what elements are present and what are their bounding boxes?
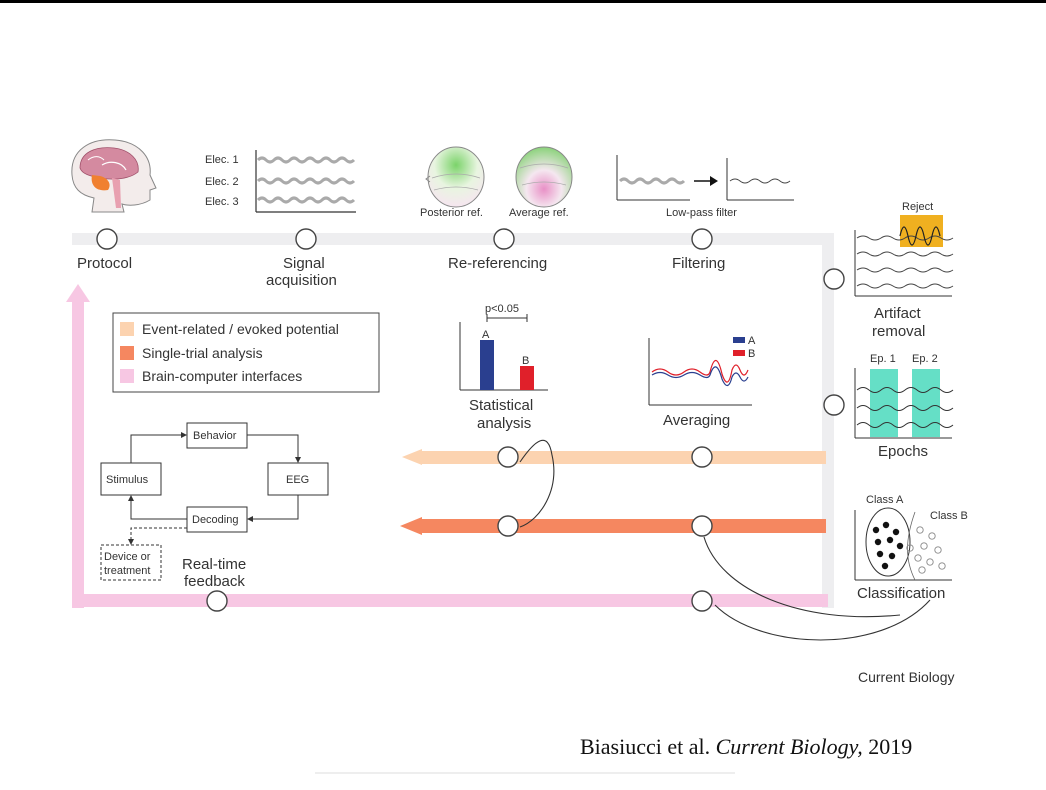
erp-track-arrowhead — [402, 449, 422, 465]
stat-p-label: p<0.05 — [485, 303, 519, 315]
single-trial-track-arrowhead — [400, 517, 422, 535]
class-b-label: Class B — [930, 510, 968, 522]
stat-label-2: analysis — [477, 415, 531, 432]
loop-eeg-label: EEG — [286, 474, 309, 486]
top-rule — [0, 0, 1046, 3]
connector-classification-1 — [703, 536, 901, 618]
feedback-label-2: feedback — [184, 573, 245, 590]
legend-label-erp: Event-related / evoked potential — [142, 321, 339, 337]
pipeline-track-right — [822, 233, 834, 608]
loop-device-label-1: Device or — [104, 551, 151, 563]
box-behavior — [186, 422, 248, 449]
single-trial-track — [420, 519, 826, 533]
reject-label: Reject — [902, 201, 933, 213]
stage-signal-label-2: acquisition — [266, 272, 337, 289]
closed-loop — [100, 422, 329, 581]
box-device — [100, 544, 162, 581]
artifact-plot — [854, 215, 954, 297]
pipeline-track-top — [72, 233, 832, 245]
stage-filtering-label: Filtering — [672, 255, 725, 272]
bottom-rule — [315, 772, 735, 774]
node-filtering — [691, 228, 713, 250]
stage-protocol-label: Protocol — [77, 255, 132, 272]
filter-label: Low-pass filter — [666, 207, 737, 219]
head-posterior-icon — [425, 146, 485, 208]
head-average-icon — [515, 146, 573, 208]
citation-journal: Current Biology, — [715, 734, 863, 759]
stage-signal-label-1: Signal — [283, 255, 325, 272]
artifact-label-1: Artifact — [874, 305, 922, 322]
loop-decoding-label: Decoding — [192, 514, 238, 526]
node-st-avg — [691, 515, 713, 537]
legend-label-single-trial: Single-trial analysis — [142, 345, 263, 361]
stat-label-1: Statistical — [469, 397, 533, 414]
averaging-label: Averaging — [663, 412, 730, 429]
epochs-label: Epochs — [878, 443, 928, 460]
box-eeg — [267, 462, 329, 496]
electrode-label-2: Elec. 2 — [205, 176, 239, 188]
bci-track-arrowhead — [66, 284, 90, 302]
feedback-label-1: Real-time — [182, 556, 246, 573]
box-stimulus — [100, 462, 162, 496]
stat-bar-a-label: A — [482, 329, 490, 341]
node-epochs — [823, 394, 845, 416]
avg-legend-b: B — [748, 348, 755, 360]
loop-device-label-2: treatment — [104, 565, 150, 577]
brain-icon — [71, 139, 157, 213]
stat-bar-a — [480, 340, 494, 390]
bci-track-left — [72, 300, 84, 608]
avg-legend-a: A — [748, 335, 756, 347]
electrode-traces — [255, 150, 356, 213]
averaging-plot — [648, 337, 752, 406]
node-protocol — [96, 228, 118, 250]
reref-average-label: Average ref. — [509, 207, 569, 219]
classification-plot — [854, 507, 952, 581]
node-erp-avg — [691, 446, 713, 468]
electrode-label-1: Elec. 1 — [205, 154, 239, 166]
citation-authors: Biasiucci et al. — [580, 734, 711, 759]
node-artifact — [823, 268, 845, 290]
epoch-1-label: Ep. 1 — [870, 353, 896, 365]
source-label: Current Biology — [858, 669, 955, 685]
node-erp-stat — [497, 446, 519, 468]
legend-label-bci: Brain-computer interfaces — [142, 368, 302, 384]
stage-reref-label: Re-referencing — [448, 255, 547, 272]
node-bci-avg — [691, 590, 713, 612]
node-feedback — [206, 590, 228, 612]
stat-bar-b — [520, 366, 534, 390]
node-reref — [493, 228, 515, 250]
class-a-label: Class A — [866, 494, 904, 506]
legend-swatch-erp — [120, 322, 134, 336]
legend — [112, 312, 380, 393]
node-signal — [295, 228, 317, 250]
epoch-2-label: Ep. 2 — [912, 353, 938, 365]
electrode-label-3: Elec. 3 — [205, 196, 239, 208]
classification-label: Classification — [857, 585, 945, 602]
filter-plot — [616, 155, 794, 201]
artifact-label-2: removal — [872, 323, 925, 340]
citation: Biasiucci et al. Current Biology, 2019 — [580, 734, 912, 760]
legend-swatch-bci — [120, 369, 134, 383]
reref-posterior-label: Posterior ref. — [420, 207, 483, 219]
stat-bar-b-label: B — [522, 355, 529, 367]
epochs-plot — [854, 368, 954, 439]
node-st-stat — [497, 515, 519, 537]
stat-plot — [459, 314, 548, 391]
loop-behavior-label: Behavior — [193, 430, 237, 442]
bci-track-bottom — [72, 594, 828, 607]
loop-stimulus-label: Stimulus — [106, 474, 149, 486]
connector-classification-2 — [714, 599, 931, 641]
connector-stat — [519, 439, 555, 528]
citation-year: 2019 — [868, 734, 913, 759]
erp-track — [420, 451, 826, 464]
legend-swatch-single-trial — [120, 346, 134, 360]
